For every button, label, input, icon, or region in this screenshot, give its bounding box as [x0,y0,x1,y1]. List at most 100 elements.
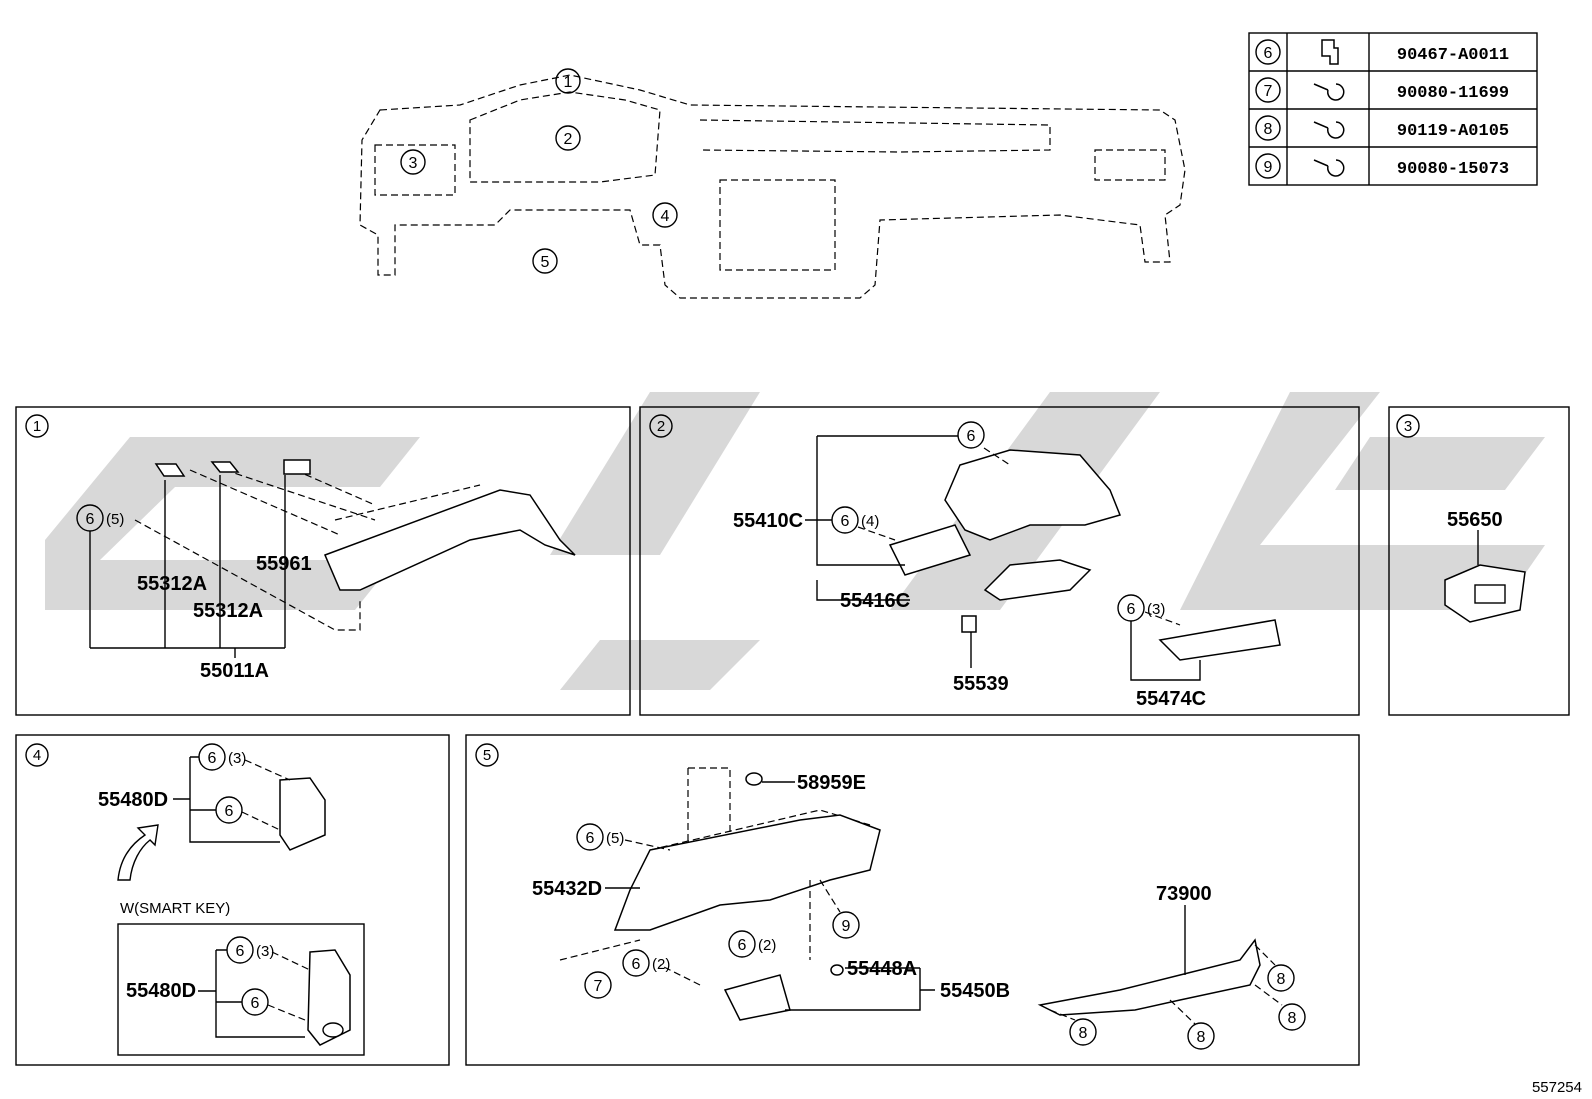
panel-2: 2 6 6 (4) 6 (3) 55410C 55416C 55539 5547… [639,406,1360,716]
svg-text:6: 6 [738,937,747,954]
bezel-part [279,777,326,851]
panel-number: 4 [33,747,41,764]
svg-text:6: 6 [236,943,245,960]
panel-5: 5 58959E 6 (5) 55432D 9 6 (2) 6 (2) 7 55… [465,734,1360,1066]
table-row: 9 90080-15073 [1255,153,1509,179]
dashboard-overview [359,74,1186,299]
svg-text:6: 6 [208,750,217,767]
part-number: 55448A [847,958,917,980]
screw-icon [1313,159,1345,177]
svg-text:6: 6 [1127,601,1136,618]
overview-callout: 4 [652,202,678,228]
clip-part [210,461,240,473]
table-ref: 7 [1264,83,1273,100]
cluster-hood-part [944,449,1122,541]
part-number: 55961 [256,553,312,575]
svg-text:8: 8 [1277,971,1286,988]
table-part-no: 90467-A0011 [1397,46,1509,65]
part-number: 55011A [200,660,269,682]
table-part-no: 90080-11699 [1397,84,1509,103]
part-number: 55650 [1447,509,1503,531]
part-number: 55474C [1136,688,1206,710]
qty-label: (2) [758,937,776,954]
qty-label: (5) [606,830,624,847]
qty-label: (2) [652,956,670,973]
garnish-part [1158,619,1281,661]
clip-part [154,463,186,477]
table-row: 6 90467-A0011 [1255,39,1509,65]
table-row: 8 90119-A0105 [1255,115,1509,141]
knee-panel-part [1037,938,1261,1016]
lower-panel-part [613,814,881,931]
table-part-no: 90119-A0105 [1397,122,1509,141]
part-number: 55416C [840,590,910,612]
svg-text:6: 6 [86,511,95,528]
clip-part [961,615,977,633]
watermark-logo [45,392,1545,690]
svg-text:6: 6 [967,428,976,445]
fastener-table: 6 90467-A0011 7 90080-11699 8 90119-A010… [1248,32,1538,186]
table-row: 7 90080-11699 [1255,77,1509,103]
panel-number: 1 [33,418,41,435]
bracket-part [283,459,311,475]
upper-pad-part [324,489,576,591]
qty-label: (4) [861,513,879,530]
svg-text:6: 6 [225,803,234,820]
part-number: 55312A [193,600,263,622]
stopper-part [830,964,844,976]
part-number: 55539 [953,673,1009,695]
overview-callout: 2 [555,125,581,151]
part-number: 55410C [733,510,803,532]
part-number: 73900 [1156,883,1212,905]
panel-4: 4 6 (3) 6 55480D W(SMART KEY) 6 (3) 6 55… [15,734,450,1066]
part-number: 55432D [532,878,602,900]
qty-label: (5) [106,511,124,528]
part-number: 55312A [137,573,207,595]
panel-number: 3 [1404,418,1412,435]
overview-callout: 5 [532,248,558,274]
variant-label: W(SMART KEY) [120,900,230,917]
svg-text:8: 8 [1197,1029,1206,1046]
svg-text:6: 6 [841,513,850,530]
diagram-id: 557254 [1532,1079,1582,1096]
part-number: 58959E [797,772,866,794]
panel-number: 5 [483,747,491,764]
screw-icon [1313,121,1345,139]
table-part-no: 90080-15073 [1397,160,1509,179]
panel-number: 2 [657,418,665,435]
svg-text:7: 7 [594,978,603,995]
qty-label: (3) [228,750,246,767]
svg-text:6: 6 [251,995,260,1012]
svg-text:6: 6 [632,956,641,973]
qty-label: (3) [1147,601,1165,618]
svg-text:8: 8 [1288,1010,1297,1027]
glove-box-door-part [723,974,791,1021]
qty-label: (3) [256,943,274,960]
panel-1: 1 6 (5) 55312A 55312A 55961 55011A [15,406,631,716]
air-vent-part [1444,564,1526,623]
svg-text:1: 1 [564,74,573,91]
overview-callout: 1 [555,68,581,94]
svg-text:4: 4 [661,208,670,225]
overview-callout: 3 [400,149,426,175]
svg-text:5: 5 [541,254,550,271]
lower-trim-part [983,559,1092,601]
svg-text:9: 9 [842,918,851,935]
svg-text:3: 3 [409,155,418,172]
part-number: 55480D [126,980,196,1002]
svg-text:2: 2 [564,131,573,148]
svg-text:6: 6 [586,830,595,847]
table-ref: 8 [1264,121,1273,138]
table-ref: 6 [1264,45,1273,62]
part-number: 55480D [98,789,168,811]
clip-icon [1321,39,1339,65]
bezel-part [307,949,351,1046]
panel-3: 3 55650 [1388,406,1570,716]
svg-text:8: 8 [1079,1025,1088,1042]
bolt-part [745,772,763,786]
table-ref: 9 [1264,159,1273,176]
screw-icon [1313,83,1345,101]
part-number: 55450B [940,980,1010,1002]
arrow-up-right-icon [117,824,159,881]
